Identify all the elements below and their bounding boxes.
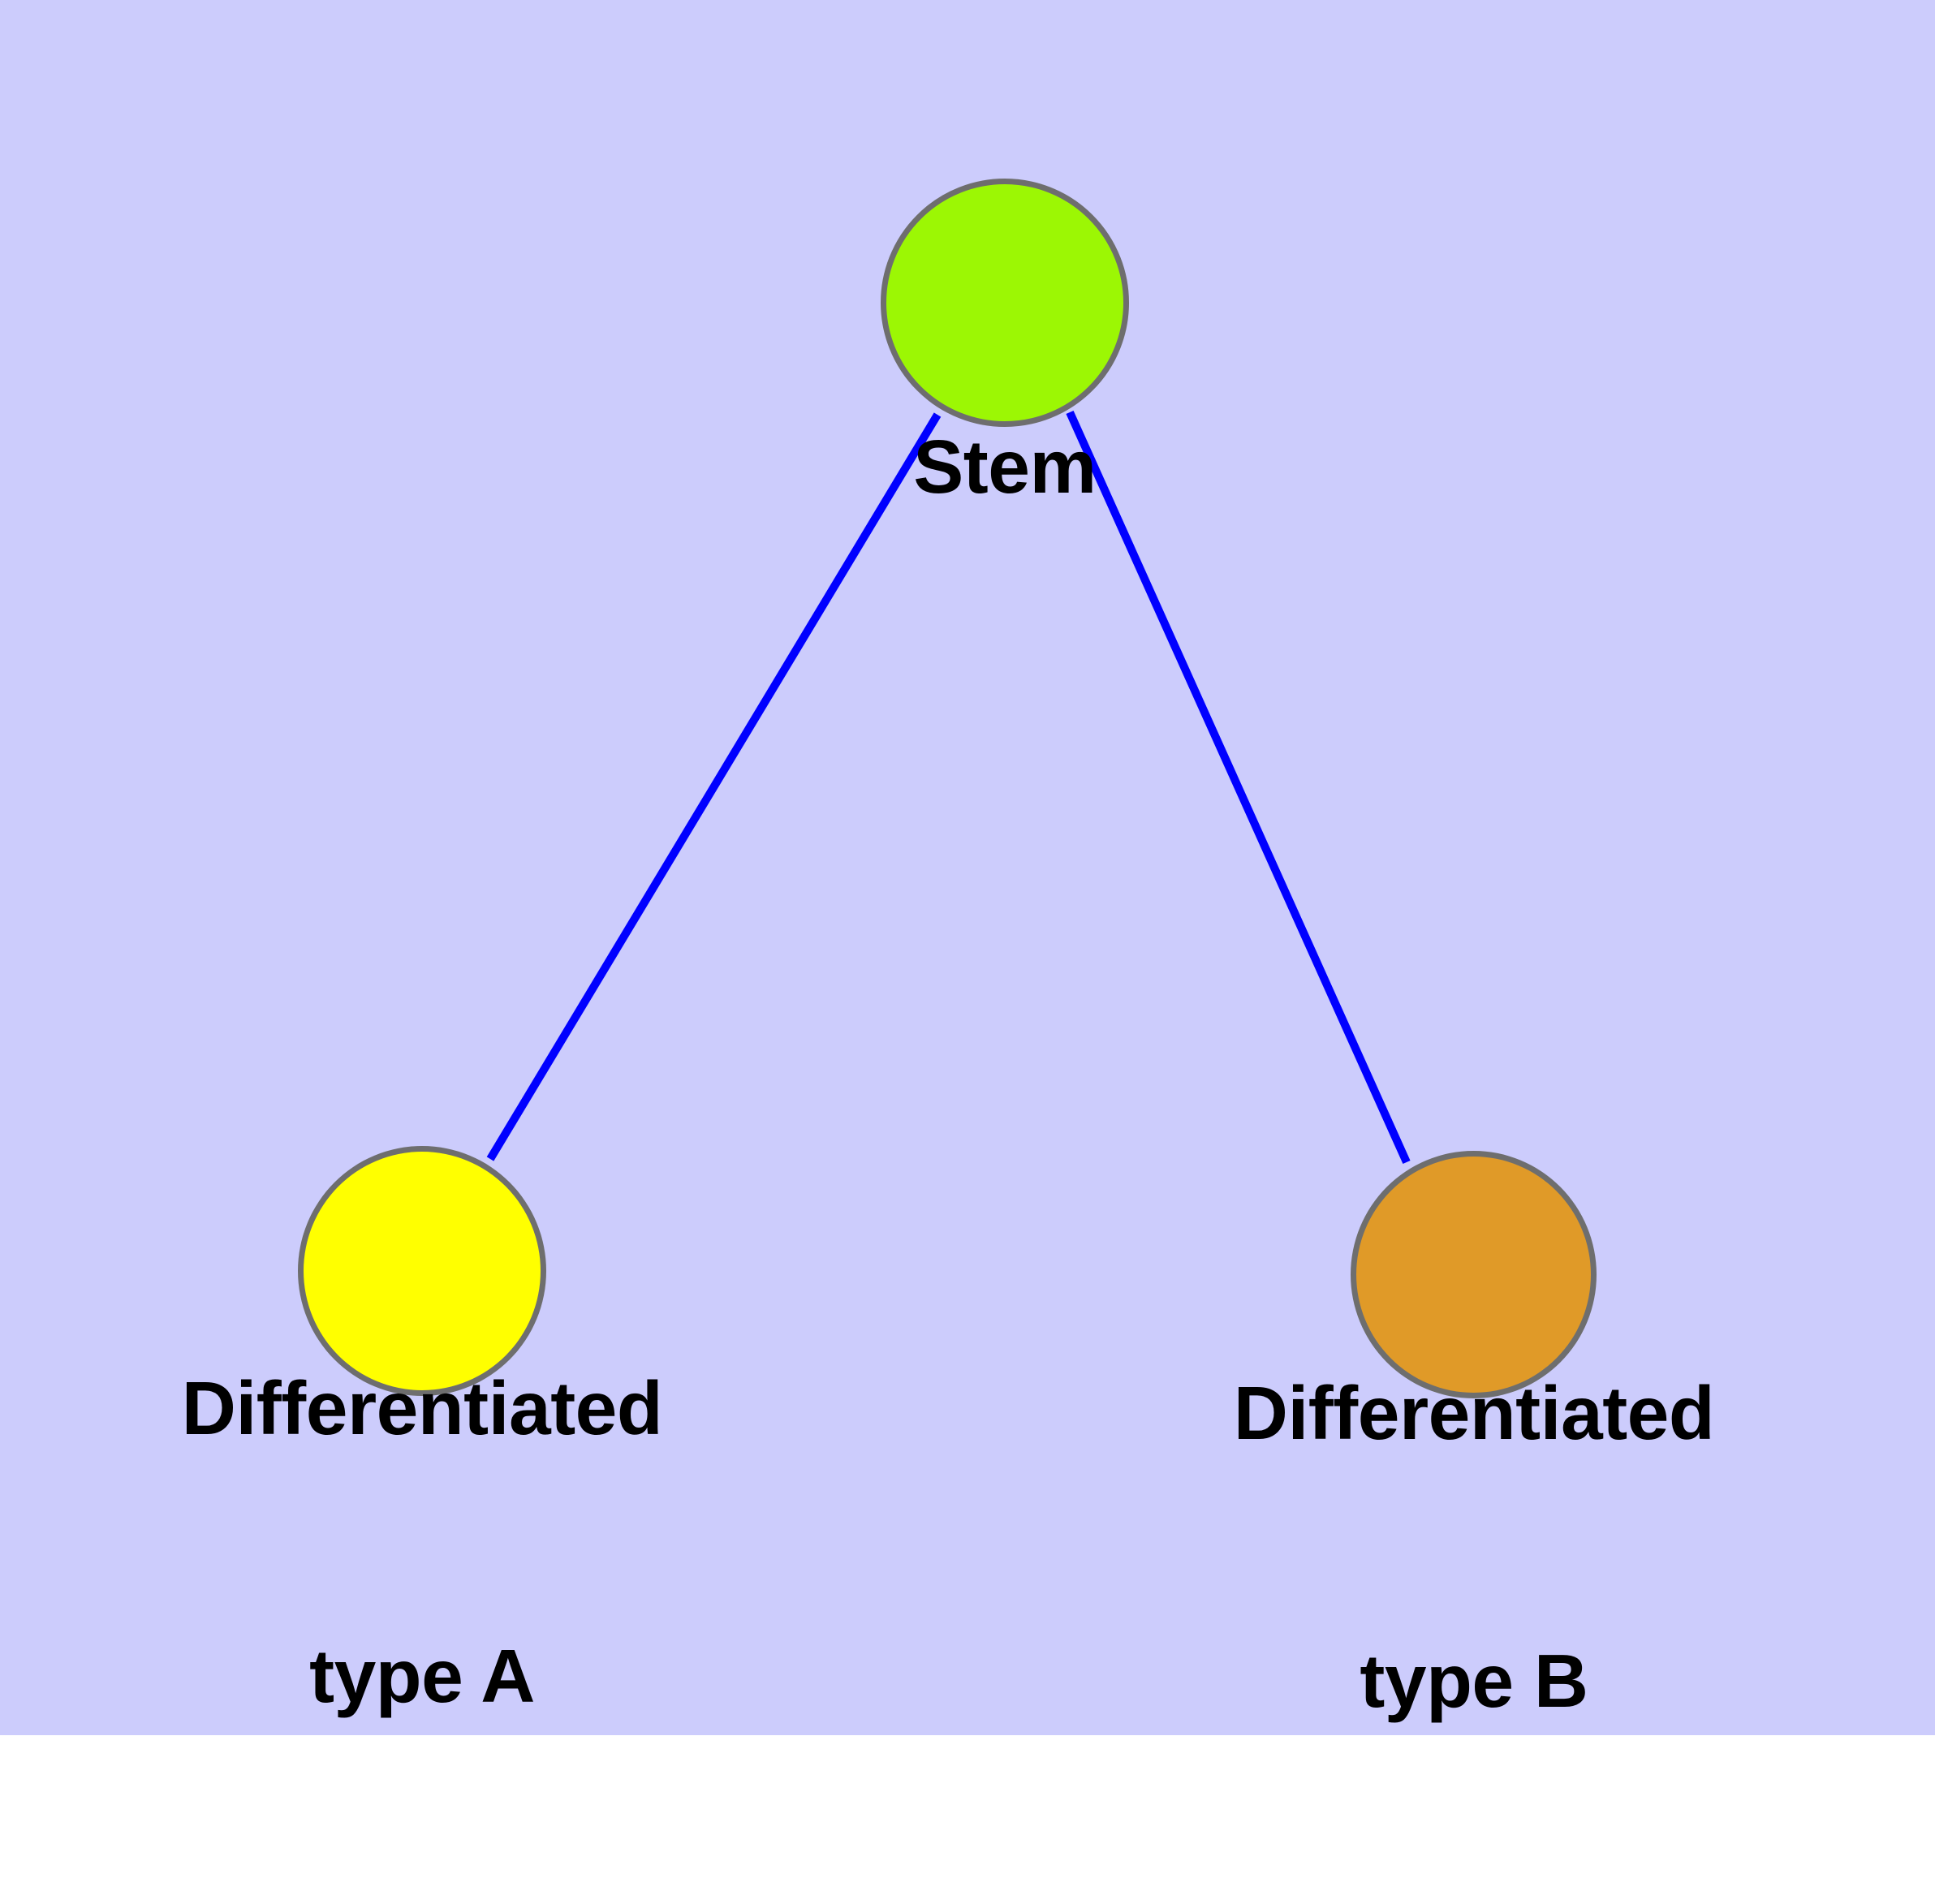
edge-layer [486, 410, 1411, 1165]
node-stem[interactable] [881, 179, 1129, 427]
node-differentiated-type-b[interactable] [1351, 1151, 1597, 1398]
node-differentiated-type-a[interactable] [298, 1146, 546, 1396]
edge-stem-to-diff-b[interactable] [1066, 410, 1411, 1165]
graph-canvas: Stem Differentiated type A Differentiate… [0, 0, 1935, 1735]
edge-stem-to-diff-a[interactable] [486, 412, 942, 1161]
